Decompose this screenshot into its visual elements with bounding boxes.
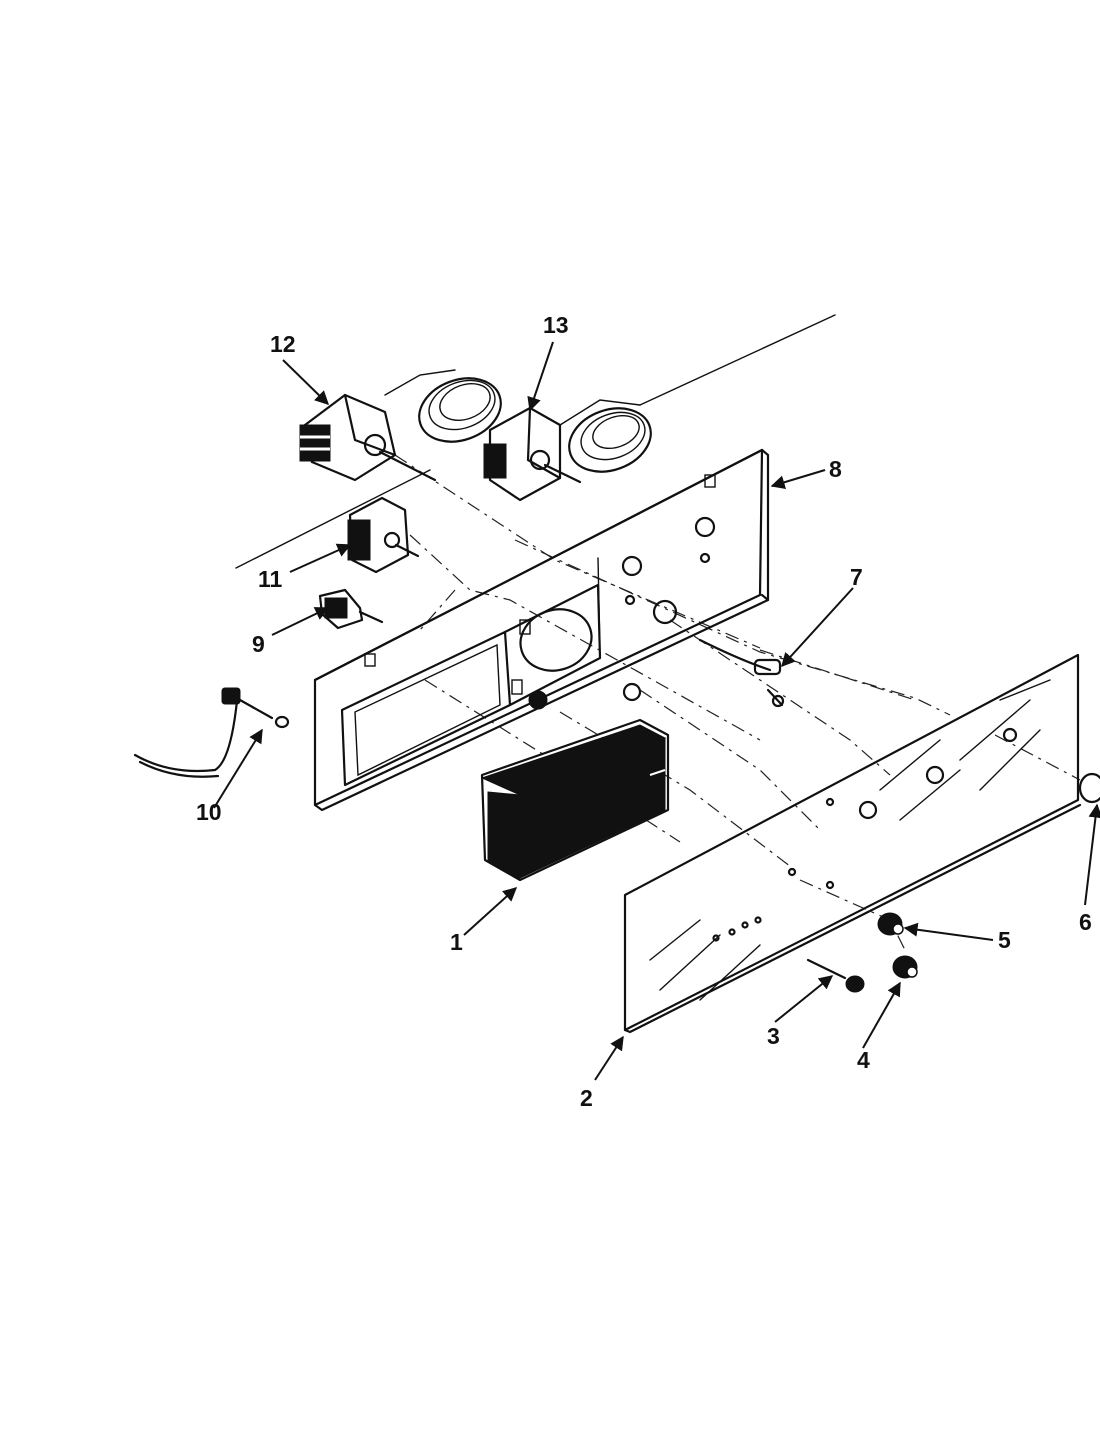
cap-6 [1078, 772, 1100, 804]
callout-2: 2 [580, 1085, 593, 1111]
component-9 [318, 588, 384, 630]
knob-4 [892, 955, 918, 979]
bushings [528, 682, 642, 710]
callout-13: 13 [543, 312, 569, 338]
callout-11: 11 [258, 566, 283, 592]
stem-3 [806, 958, 865, 993]
control-panel-8 [313, 448, 770, 812]
callout-labels: 12 13 8 11 9 7 10 1 2 3 4 5 6 [196, 312, 1092, 1111]
wire-and-screw-7 [698, 638, 785, 708]
callout-3: 3 [767, 1023, 780, 1049]
callout-8: 8 [829, 456, 842, 482]
sensing-bulb-rods [235, 314, 836, 569]
clock-module-1 [480, 718, 670, 882]
callout-5: 5 [998, 927, 1011, 953]
leader-lines [213, 341, 1100, 1081]
front-panel-2 [623, 653, 1082, 1034]
callout-4: 4 [857, 1047, 870, 1073]
cord-10 [133, 687, 290, 778]
callout-7: 7 [850, 564, 863, 590]
callout-9: 9 [252, 631, 265, 657]
switch-11 [347, 496, 420, 574]
callout-1: 1 [450, 929, 463, 955]
thermostat-12 [299, 369, 502, 482]
knob-5 [877, 912, 904, 936]
callout-12: 12 [270, 331, 296, 357]
callout-6: 6 [1079, 909, 1092, 935]
thermostat-13 [483, 399, 652, 502]
callout-10: 10 [196, 799, 222, 825]
alignment-lines [394, 454, 1081, 951]
